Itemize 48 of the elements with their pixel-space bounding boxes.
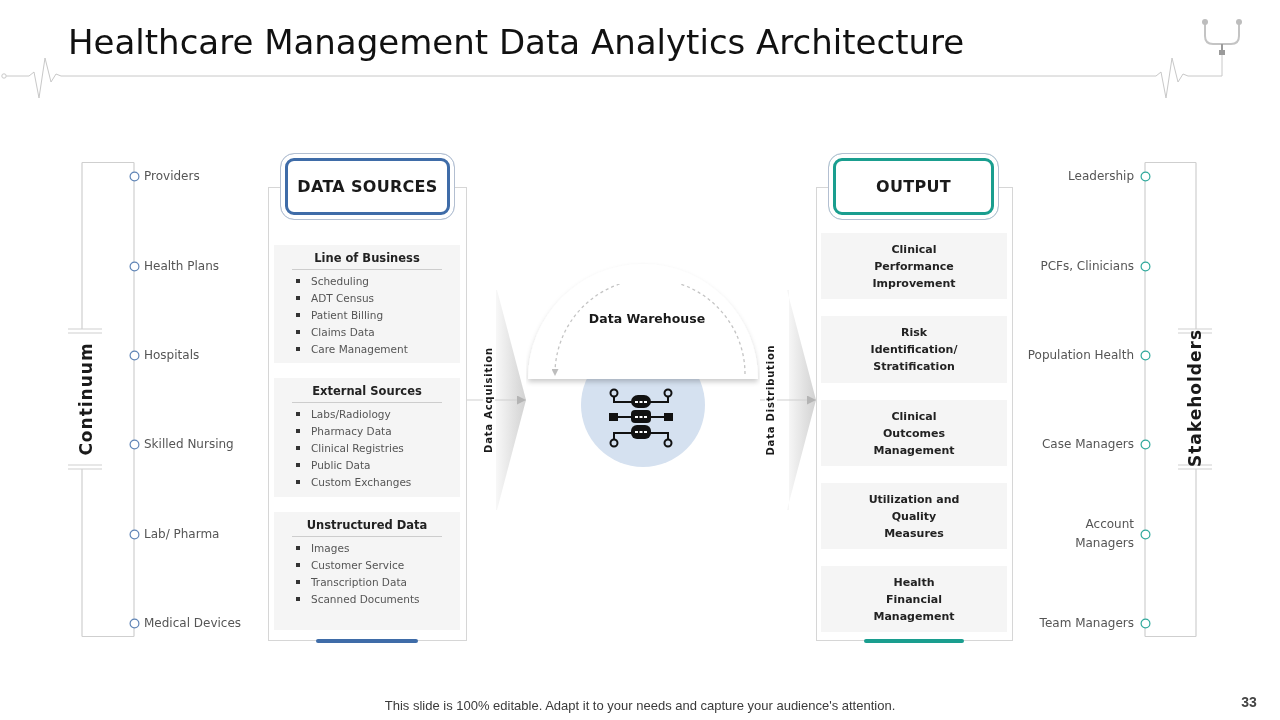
list-card xyxy=(274,378,460,497)
list-card xyxy=(274,512,460,630)
list-card xyxy=(274,245,460,363)
edge-label: Data Acquisition xyxy=(483,345,495,455)
list-label: Population Health xyxy=(1027,346,1134,364)
list-label: Health Plans xyxy=(144,257,219,275)
title: Healthcare Management Data Analytics Architecture xyxy=(68,21,965,63)
list-label: Account Managers xyxy=(1074,516,1134,552)
output-box: Clinical Outcomes Management xyxy=(821,400,1007,466)
list-item: Scanned Documents xyxy=(311,591,420,606)
panel xyxy=(268,153,467,643)
list-label: Case Managers xyxy=(1041,435,1134,453)
list-label: Lab/ Pharma xyxy=(144,525,220,543)
list-item: Custom Exchanges xyxy=(311,474,412,489)
list-label: Skilled Nursing xyxy=(144,435,234,453)
node-label: Data Warehouse xyxy=(588,311,706,327)
output-box: Risk Identification/ Stratification xyxy=(821,316,1007,383)
bracket-title: Continuum xyxy=(76,342,96,456)
list-item: Customer Service xyxy=(311,558,405,573)
section-heading: Unstructured Data xyxy=(292,512,442,537)
section-heading: Line of Business xyxy=(292,245,442,270)
list-label: Leadership xyxy=(1068,167,1134,185)
list-item: Public Data xyxy=(311,457,371,472)
list-label: Medical Devices xyxy=(144,614,242,632)
list-label: Providers xyxy=(144,167,200,185)
list-item: Transcription Data xyxy=(311,575,407,589)
list-item: Pharmacy Data xyxy=(311,424,392,439)
bracket-title: Stakeholders xyxy=(1185,329,1205,467)
section-heading: External Sources xyxy=(292,378,442,403)
list-item: Clinical Registries xyxy=(311,441,404,455)
list-label: Team Managers xyxy=(1039,614,1134,632)
output-box: Health Financial Management xyxy=(821,566,1007,632)
list-label: Hospitals xyxy=(144,346,200,364)
panel-heading: DATA SOURCES xyxy=(280,153,455,220)
output-box: Utilization and Quality Measures xyxy=(821,483,1007,549)
output-box: Clinical Performance Improvement xyxy=(821,233,1007,299)
footer-note: This slide is 100% editable. Adapt it to your needs and capture your audience's attention. xyxy=(384,698,896,714)
list-label: PCFs, Clinicians xyxy=(1040,257,1134,275)
list-item: Scheduling xyxy=(311,274,370,289)
page-number: 33 xyxy=(1241,694,1257,710)
list-item: Images xyxy=(311,541,350,556)
list-item: ADT Census xyxy=(311,291,375,306)
list-item: Labs/Radiology xyxy=(311,407,391,422)
list-item: Care Management xyxy=(311,341,408,356)
list-item: Patient Billing xyxy=(311,308,384,322)
panel-heading: OUTPUT xyxy=(828,153,999,220)
list-item: Claims Data xyxy=(311,324,375,339)
panel xyxy=(816,153,1013,643)
